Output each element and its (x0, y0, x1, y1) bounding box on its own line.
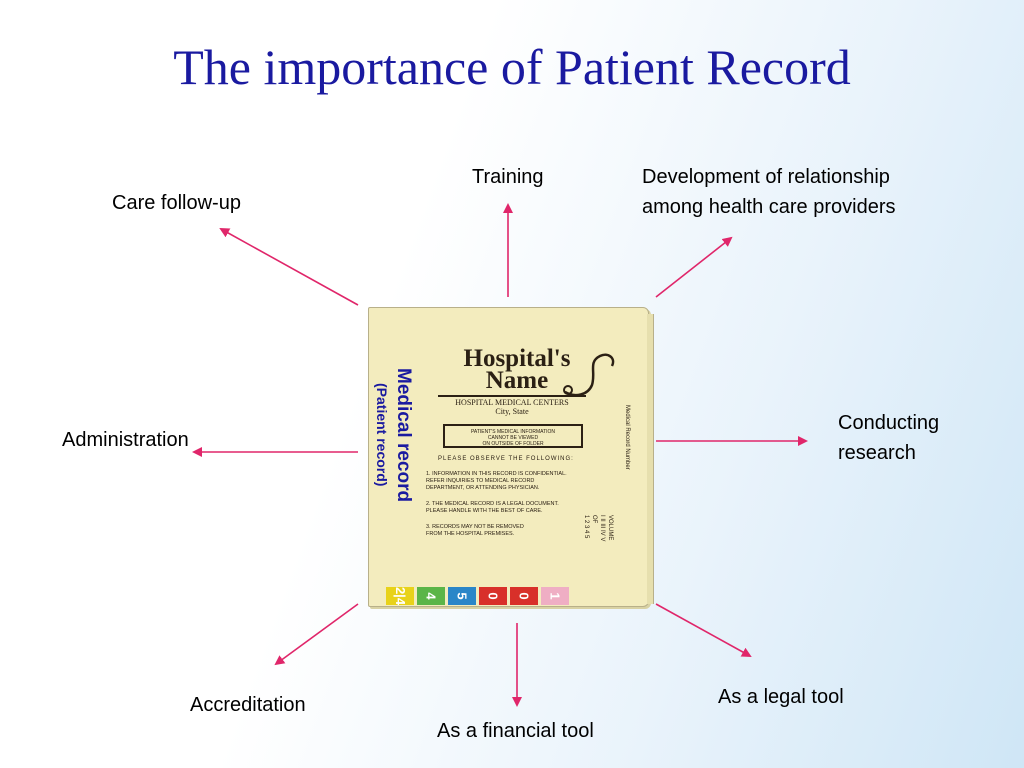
medical-record-folder (368, 307, 654, 607)
label-legal-tool: As a legal tool (718, 686, 844, 708)
label-financial-tool: As a financial tool (437, 720, 594, 742)
arrow-care-follow-up (219, 228, 359, 306)
medical-record-label: Medical record (393, 368, 414, 503)
hospital-rule (438, 395, 586, 397)
patient-record-label: (Patient record) (374, 383, 390, 487)
label-administration: Administration (62, 429, 189, 451)
medical-record-number-label: Medical Record Number (624, 405, 630, 470)
folder-tab-text: 2|4 (392, 586, 408, 606)
folder-tab: 1 (541, 587, 569, 605)
arrow-development (655, 236, 733, 298)
arrow-accreditation (274, 603, 359, 666)
label-training: Training (472, 166, 544, 188)
label-care-follow-up: Care follow-up (112, 192, 241, 214)
volume-label: VOLUME I II III IV V OF 1 2 3 4 5 (583, 515, 613, 542)
observe-heading: PLEASE OBSERVE THE FOLLOWING: (438, 456, 574, 462)
folder-edge (647, 314, 654, 604)
hospital-name: Hospital's Name (463, 345, 571, 394)
folder-tab: 2|4 (386, 587, 414, 605)
label-development: Development of relationship among health… (642, 166, 896, 218)
folder-tab-text: 0 (485, 592, 501, 600)
folder-tab-text: 0 (516, 592, 532, 600)
folder-tab: 4 (417, 587, 445, 605)
folder-tab: 0 (510, 587, 538, 605)
rule-2: 2. THE MEDICAL RECORD IS A LEGAL DOCUMEN… (426, 501, 559, 514)
folder-tab: 5 (448, 587, 476, 605)
label-accreditation: Accreditation (190, 694, 306, 716)
hospital-centers: HOSPITAL MEDICAL CENTERS City, State (438, 398, 586, 416)
notice-box: PATIENT'S MEDICAL INFORMATION CANNOT BE … (443, 424, 583, 448)
folder-tab-text: 5 (454, 592, 470, 600)
folder-tab: 0 (479, 587, 507, 605)
city-text: City, State (495, 407, 529, 416)
color-tabs: 2|4 4 5 0 0 1 (386, 587, 572, 605)
folder-tab-text: 1 (547, 592, 563, 600)
arrow-legal (655, 603, 752, 657)
page-title: The importance of Patient Record (173, 39, 851, 95)
label-conducting-research: Conducting research (838, 412, 940, 464)
stethoscope-icon (563, 353, 615, 397)
folder-tab-text: 4 (423, 592, 439, 600)
centers-text: HOSPITAL MEDICAL CENTERS (455, 398, 569, 407)
rule-1: 1. INFORMATION IN THIS RECORD IS CONFIDE… (426, 471, 567, 491)
rule-3: 3. RECORDS MAY NOT BE REMOVED FROM THE H… (426, 524, 524, 537)
